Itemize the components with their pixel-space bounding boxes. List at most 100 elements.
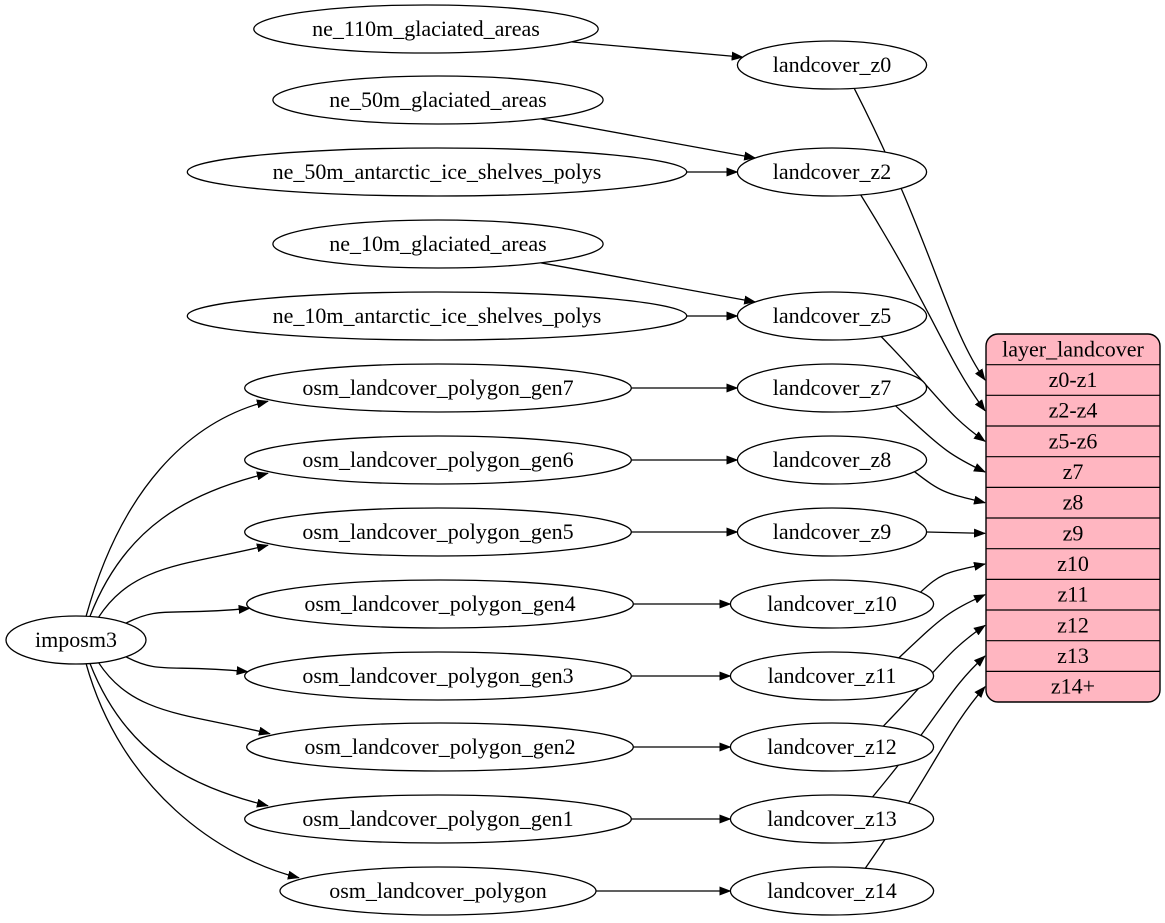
node-ellipse-imposm3	[5, 615, 147, 665]
edge-landcover_z0-to-layer_landcover-row-z0-z1	[853, 88, 986, 381]
edge-landcover_z10-to-layer_landcover-row-z10	[920, 562, 986, 593]
edge-imposm3-to-osm_landcover_polygon	[85, 663, 300, 880]
node-label-ne_110m_glaciated_areas: ne_110m_glaciated_areas	[312, 16, 540, 41]
node-ne_50m_glaciated_areas: ne_50m_glaciated_areas	[272, 75, 604, 125]
node-osm_landcover_polygon_gen6: osm_landcover_polygon_gen6	[244, 435, 632, 485]
node-ellipse-ne_110m_glaciated_areas	[253, 4, 599, 54]
node-label-landcover_z7: landcover_z7	[773, 375, 892, 400]
node-label-landcover_z12: landcover_z12	[767, 734, 897, 759]
node-label-osm_landcover_polygon_gen2: osm_landcover_polygon_gen2	[304, 734, 575, 759]
edge-imposm3-to-osm_landcover_polygon_gen6	[89, 471, 269, 617]
node-label-ne_50m_antarctic_ice_shelves_polys: ne_50m_antarctic_ice_shelves_polys	[273, 159, 602, 184]
edge-ne_50m_glaciated_areas-to-landcover_z2	[540, 118, 757, 161]
node-osm_landcover_polygon_gen7: osm_landcover_polygon_gen7	[244, 363, 632, 413]
node-label-ne_10m_glaciated_areas: ne_10m_glaciated_areas	[329, 231, 546, 256]
node-ne_110m_glaciated_areas: ne_110m_glaciated_areas	[253, 4, 599, 54]
node-ellipse-osm_landcover_polygon_gen2	[246, 722, 634, 772]
node-ellipse-landcover_z11	[729, 651, 935, 701]
node-label-landcover_z5: landcover_z5	[773, 303, 892, 328]
record-row-z5-z6: z5-z6	[1049, 428, 1098, 453]
node-landcover_z9: landcover_z9	[736, 507, 928, 557]
node-label-osm_landcover_polygon_gen1: osm_landcover_polygon_gen1	[302, 806, 573, 831]
record-row-z7: z7	[1063, 459, 1084, 484]
edge-ne_110m_glaciated_areas-to-landcover_z0	[571, 41, 744, 61]
node-label-osm_landcover_polygon_gen6: osm_landcover_polygon_gen6	[302, 447, 573, 472]
record-row-z9: z9	[1063, 520, 1084, 545]
node-ellipse-landcover_z14	[729, 866, 935, 916]
node-landcover_z14: landcover_z14	[729, 866, 935, 916]
node-landcover_z5: landcover_z5	[736, 291, 928, 341]
record-row-z11: z11	[1058, 582, 1089, 607]
node-osm_landcover_polygon: osm_landcover_polygon	[279, 866, 597, 916]
node-osm_landcover_polygon_gen5: osm_landcover_polygon_gen5	[244, 507, 632, 557]
edge-landcover_z9-to-layer_landcover-row-z9	[926, 528, 986, 538]
node-label-landcover_z10: landcover_z10	[767, 591, 897, 616]
edge-imposm3-to-osm_landcover_polygon_gen4	[125, 604, 251, 624]
node-imposm3: imposm3	[5, 615, 147, 665]
record-row-z14+: z14+	[1051, 674, 1095, 699]
node-landcover_z2: landcover_z2	[736, 147, 928, 197]
node-ellipse-landcover_z12	[729, 722, 935, 772]
node-ellipse-osm_landcover_polygon_gen3	[244, 651, 632, 701]
node-ellipse-ne_10m_glaciated_areas	[272, 219, 604, 269]
node-ellipse-osm_landcover_polygon	[279, 866, 597, 916]
edge-landcover_z5-to-layer_landcover-row-z5-z6	[880, 336, 986, 442]
node-label-osm_landcover_polygon_gen5: osm_landcover_polygon_gen5	[302, 519, 573, 544]
node-ellipse-landcover_z0	[736, 40, 928, 90]
node-label-landcover_z14: landcover_z14	[767, 878, 897, 903]
node-label-landcover_z0: landcover_z0	[773, 52, 892, 77]
node-landcover_z8: landcover_z8	[736, 435, 928, 485]
node-label-osm_landcover_polygon_gen3: osm_landcover_polygon_gen3	[302, 663, 573, 688]
node-ellipse-landcover_z8	[736, 435, 928, 485]
record-row-z2-z4: z2-z4	[1049, 398, 1098, 423]
node-label-ne_50m_glaciated_areas: ne_50m_glaciated_areas	[329, 87, 546, 112]
node-osm_landcover_polygon_gen2: osm_landcover_polygon_gen2	[246, 722, 634, 772]
node-landcover_z0: landcover_z0	[736, 40, 928, 90]
node-label-landcover_z8: landcover_z8	[773, 447, 892, 472]
edge-imposm3-to-osm_landcover_polygon_gen3	[125, 656, 249, 676]
node-landcover_z7: landcover_z7	[736, 363, 928, 413]
node-osm_landcover_polygon_gen3: osm_landcover_polygon_gen3	[244, 651, 632, 701]
edge-landcover_z11-to-layer_landcover-row-z11	[898, 594, 986, 659]
node-ellipse-osm_landcover_polygon_gen6	[244, 435, 632, 485]
node-ellipse-landcover_z5	[736, 291, 928, 341]
record-row-z8: z8	[1063, 490, 1084, 515]
edge-landcover_z12-to-layer_landcover-row-z12	[882, 624, 986, 727]
node-label-landcover_z11: landcover_z11	[768, 663, 897, 688]
node-osm_landcover_polygon_gen4: osm_landcover_polygon_gen4	[246, 579, 634, 629]
node-ellipse-landcover_z7	[736, 363, 928, 413]
record-row-z13: z13	[1057, 643, 1089, 668]
node-label-osm_landcover_polygon_gen4: osm_landcover_polygon_gen4	[304, 591, 575, 616]
node-landcover_z12: landcover_z12	[729, 722, 935, 772]
node-landcover_z11: landcover_z11	[729, 651, 935, 701]
node-ellipse-landcover_z9	[736, 507, 928, 557]
record-title: layer_landcover	[1002, 336, 1144, 361]
node-landcover_z10: landcover_z10	[729, 579, 935, 629]
node-ellipse-osm_landcover_polygon_gen1	[244, 794, 632, 844]
edge-ne_10m_glaciated_areas-to-landcover_z5	[540, 262, 757, 305]
node-ellipse-ne_50m_antarctic_ice_shelves_polys	[186, 147, 688, 197]
record-layer_landcover: layer_landcover z0-z1 z2-z4 z5-z6 z7 z8 z9 z10 z…	[985, 333, 1161, 703]
node-landcover_z13: landcover_z13	[729, 794, 935, 844]
node-label-landcover_z13: landcover_z13	[767, 806, 897, 831]
node-ne_10m_antarctic_ice_shelves_polys: ne_10m_antarctic_ice_shelves_polys	[186, 291, 688, 341]
node-label-imposm3: imposm3	[35, 627, 117, 652]
edge-landcover_z7-to-layer_landcover-row-z7	[895, 405, 986, 473]
edge-imposm3-to-osm_landcover_polygon_gen5	[97, 543, 269, 618]
record-row-z0-z1: z0-z1	[1049, 367, 1098, 392]
edge-landcover_z8-to-layer_landcover-row-z8	[914, 471, 986, 505]
node-ellipse-landcover_z10	[729, 579, 935, 629]
record-row-z12: z12	[1057, 612, 1089, 637]
node-ellipse-landcover_z13	[729, 794, 935, 844]
node-label-ne_10m_antarctic_ice_shelves_polys: ne_10m_antarctic_ice_shelves_polys	[273, 303, 602, 328]
record-row-z10: z10	[1057, 551, 1089, 576]
edge-landcover_z13-to-layer_landcover-row-z13	[872, 655, 986, 798]
node-osm_landcover_polygon_gen1: osm_landcover_polygon_gen1	[244, 794, 632, 844]
node-ellipse-osm_landcover_polygon_gen7	[244, 363, 632, 413]
edge-imposm3-to-osm_landcover_polygon_gen7	[85, 399, 269, 617]
node-label-osm_landcover_polygon: osm_landcover_polygon	[329, 878, 547, 903]
node-ellipse-osm_landcover_polygon_gen5	[244, 507, 632, 557]
edge-imposm3-to-osm_landcover_polygon_gen2	[98, 662, 271, 736]
